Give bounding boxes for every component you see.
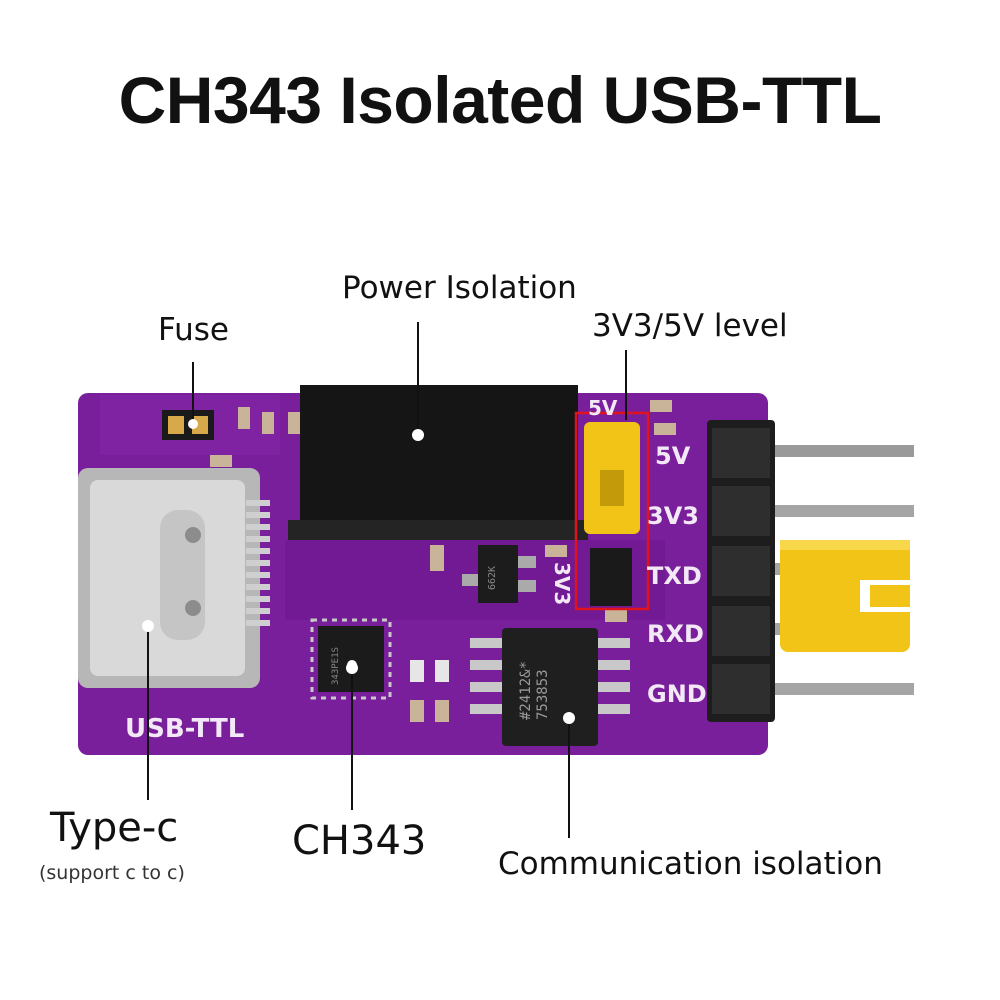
dot-power-isolation [412, 429, 424, 441]
label-type-c-note: (support c to c) [39, 862, 185, 884]
level-highlight-box [574, 411, 650, 611]
silk-pin-5v: 5V [655, 442, 691, 470]
silk-pin-rxd: RXD [647, 620, 704, 648]
label-ch343: CH343 [292, 818, 427, 864]
label-comm-isolation: Communication isolation [498, 846, 883, 882]
silk-pin-txd: TXD [647, 562, 702, 590]
silk-pin-gnd: GND [647, 680, 707, 708]
silk-jumper-5v: 5V [588, 396, 618, 420]
silk-chip-ldo: 662K [487, 566, 498, 590]
label-power-isolation: Power Isolation [342, 270, 577, 306]
dot-type-c [142, 620, 154, 632]
label-fuse: Fuse [158, 312, 230, 348]
silk-chip-ch343: 343PE1S [331, 647, 341, 685]
jumper-level-selector [584, 422, 640, 606]
silk-chip-isolator: #2412&*753853 [518, 661, 551, 720]
fuse-component [162, 410, 214, 440]
dot-ch343 [346, 662, 358, 674]
label-type-c: Type-c [50, 805, 179, 851]
label-level: 3V3/5V level [592, 308, 788, 344]
callout-dots [142, 419, 575, 724]
silk-pin-3v3: 3V3 [647, 502, 699, 530]
callout-lines [147, 322, 627, 838]
jumper-txd-rxd [780, 540, 910, 652]
dot-comm-isolation [563, 712, 575, 724]
power-isolation-module [300, 385, 578, 533]
silk-jumper-3v3: 3V3 [550, 562, 574, 605]
page-title: CH343 Isolated USB-TTL [118, 63, 882, 137]
usb-c-connector [78, 468, 270, 688]
silk-usb-ttl: USB-TTL [125, 714, 244, 744]
dot-fuse [188, 419, 198, 429]
ldo-chip [462, 545, 536, 603]
